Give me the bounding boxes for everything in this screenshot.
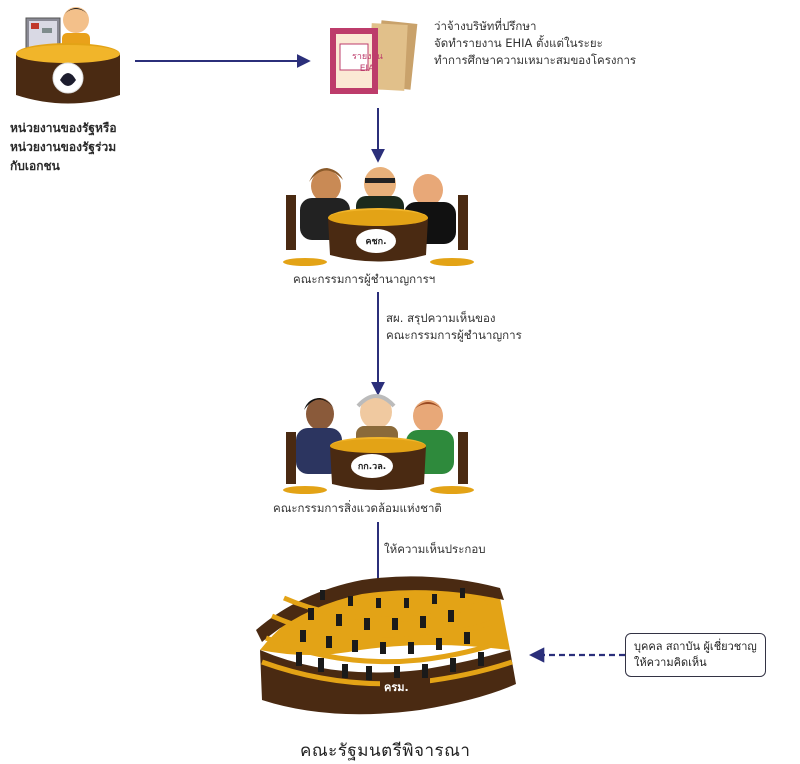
agency-label-line2: หน่วยงานของรัฐร่วม	[10, 140, 117, 154]
report-desc-line1: ว่าจ้างบริษัทที่ปรึกษา	[434, 19, 537, 33]
public-input-line2: ให้ความคิดเห็น	[634, 656, 707, 669]
agency-label: หน่วยงานของรัฐหรือ หน่วยงานของรัฐร่วม กั…	[10, 119, 117, 176]
report-desc-line3: ทำการศึกษาความเหมาะสมของโครงการ	[434, 53, 637, 67]
summary-line2: คณะกรรมการผู้ชำนาญการ	[386, 328, 522, 342]
report-desc-line2: จัดทำรายงาน EHIA ตั้งแต่ในระยะ	[434, 36, 603, 50]
public-input-callout: บุคคล สถาบัน ผู้เชี่ยวชาญ ให้ความคิดเห็น	[625, 633, 766, 677]
cabinet-seat-label: ครม.	[384, 681, 409, 694]
eia-report-icon	[330, 20, 418, 94]
public-input-line1: บุคคล สถาบัน ผู้เชี่ยวชาญ	[634, 640, 757, 653]
agency-label-line1: หน่วยงานของรัฐหรือ	[10, 121, 117, 135]
national-table-label: กก.วล.	[357, 462, 387, 472]
expert-table-label: คชก.	[365, 237, 387, 247]
cabinet-assembly-illustration	[256, 576, 516, 715]
agency-label-line3: กับเอกชน	[10, 159, 60, 173]
expert-committee-illustration	[283, 167, 474, 266]
cabinet-caption: คณะรัฐมนตรีพิจารณา	[300, 741, 471, 761]
national-committee-caption: คณะกรรมการสิ่งแวดล้อมแห่งชาติ	[273, 501, 442, 515]
summary-line1: สผ. สรุปความเห็นของ	[386, 311, 496, 325]
expert-committee-caption: คณะกรรมการผู้ชำนาญการฯ	[293, 272, 436, 286]
report-cover-text: รายงาน EIA	[352, 51, 383, 75]
report-cover-line1: รายงาน	[352, 52, 383, 62]
national-committee-illustration	[283, 394, 474, 494]
summary-step-label: สผ. สรุปความเห็นของ คณะกรรมการผู้ชำนาญกา…	[386, 310, 522, 344]
report-description: ว่าจ้างบริษัทที่ปรึกษา จัดทำรายงาน EHIA …	[434, 18, 636, 69]
report-cover-line2: EIA	[359, 64, 375, 74]
opinion-step-label: ให้ความเห็นประกอบ	[384, 542, 486, 556]
agency-desk-illustration	[16, 7, 120, 104]
